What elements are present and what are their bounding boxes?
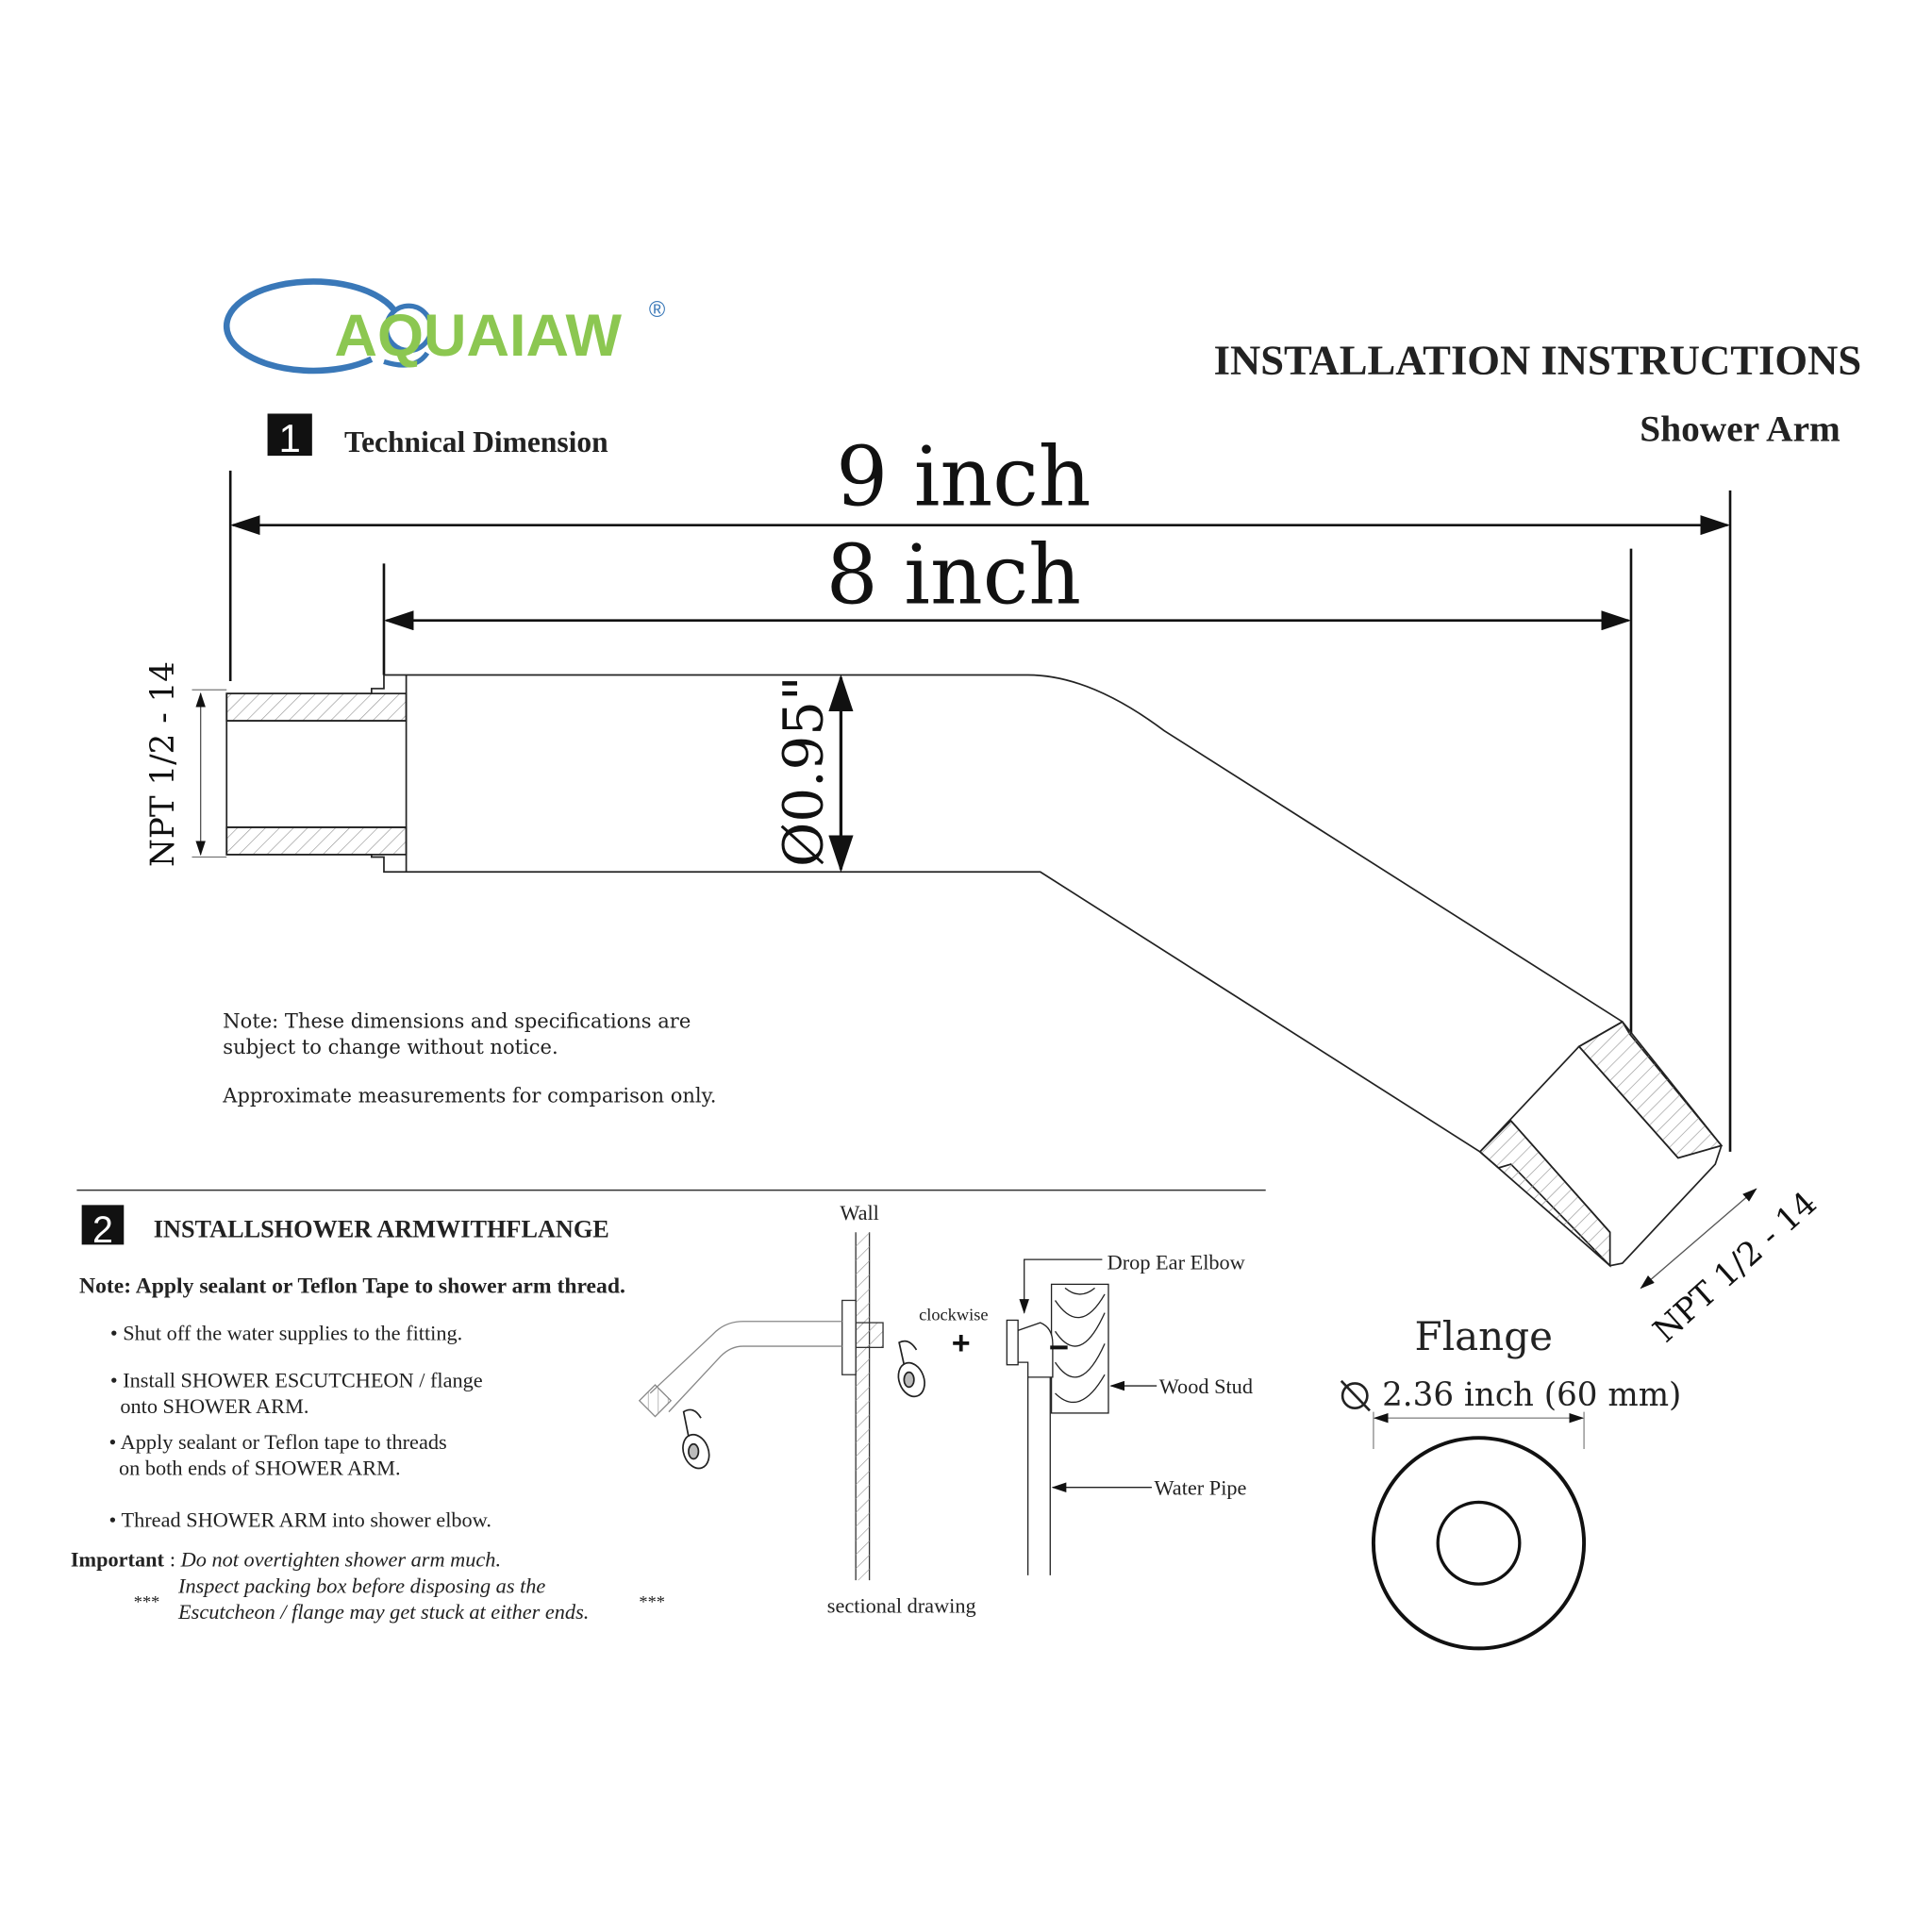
clockwise-label: clockwise bbox=[919, 1305, 988, 1324]
bullet-3: • Apply sealant or Teflon tape to thread… bbox=[109, 1430, 447, 1454]
teflon-tape-icon bbox=[682, 1408, 710, 1470]
note-line-3: Approximate measurements for comparison … bbox=[222, 1084, 716, 1107]
inner-length-label: 8 inch bbox=[826, 528, 1081, 623]
water-pipe-label: Water Pipe bbox=[1155, 1476, 1247, 1500]
section-number-badge bbox=[81, 1205, 125, 1245]
important-line-2: Inspect packing box before disposing as … bbox=[177, 1574, 545, 1597]
overall-length-label: 9 inch bbox=[836, 431, 1091, 525]
important-label: Important bbox=[71, 1548, 165, 1572]
diameter-label: Ø0.95" bbox=[772, 675, 836, 867]
important-line-3: Escutcheon / flange may get stuck at eit… bbox=[177, 1600, 589, 1624]
bullet-3-cont: on both ends of SHOWER ARM. bbox=[119, 1457, 401, 1480]
page-title: INSTALLATION INSTRUCTIONS bbox=[1214, 336, 1862, 383]
flange-title: Flange bbox=[1415, 1313, 1553, 1359]
brand-logo: AQUAIAW ® bbox=[223, 278, 666, 375]
section-title: Technical Dimension bbox=[344, 425, 608, 458]
flange-diameter: 2.36 inch (60 mm) bbox=[1382, 1376, 1681, 1414]
bullet-4: • Thread SHOWER ARM into shower elbow. bbox=[109, 1508, 491, 1532]
bullet-2: • Install SHOWER ESCUTCHEON / flange bbox=[110, 1368, 483, 1391]
stars-right: *** bbox=[639, 1592, 665, 1611]
section-number-badge bbox=[267, 413, 312, 457]
teflon-tape-icon bbox=[897, 1340, 925, 1398]
plus-sign: + bbox=[952, 1325, 971, 1361]
stars-left: *** bbox=[134, 1592, 160, 1611]
brand-name: AQUAIAW bbox=[334, 303, 622, 369]
registered-mark: ® bbox=[649, 298, 666, 323]
diameter-icon bbox=[1340, 1379, 1371, 1412]
thread-spec-left: NPT 1/2 - 14 bbox=[144, 661, 182, 867]
flange-inner-circle bbox=[1436, 1500, 1522, 1586]
page-subtitle: Shower Arm bbox=[1640, 408, 1840, 449]
note-line-1: Note: These dimensions and specification… bbox=[223, 1010, 691, 1033]
section-number: 2 bbox=[92, 1209, 113, 1251]
important-line-1: Do not overtighten shower arm much. bbox=[180, 1548, 501, 1572]
bullet-2-cont: onto SHOWER ARM. bbox=[120, 1394, 308, 1418]
bullet-1: • Shut off the water supplies to the fit… bbox=[110, 1321, 462, 1344]
section-note: Note: Apply sealant or Teflon Tape to sh… bbox=[79, 1274, 625, 1299]
svg-text::: : bbox=[170, 1548, 175, 1572]
drop-ear-elbow-label: Drop Ear Elbow bbox=[1108, 1251, 1245, 1274]
sectional-drawing-caption: sectional drawing bbox=[827, 1593, 976, 1617]
wood-stud-label: Wood Stud bbox=[1159, 1374, 1253, 1398]
shower-arm-drawing bbox=[225, 674, 1724, 1268]
section-number: 1 bbox=[279, 416, 301, 460]
flange-outer-circle bbox=[1371, 1436, 1587, 1651]
note-line-2: subject to change without notice. bbox=[223, 1036, 558, 1058]
installation-diagram bbox=[638, 1232, 1158, 1581]
wall-label: Wall bbox=[840, 1201, 879, 1224]
section-title: INSTALLSHOWER ARMWITHFLANGE bbox=[154, 1216, 609, 1243]
